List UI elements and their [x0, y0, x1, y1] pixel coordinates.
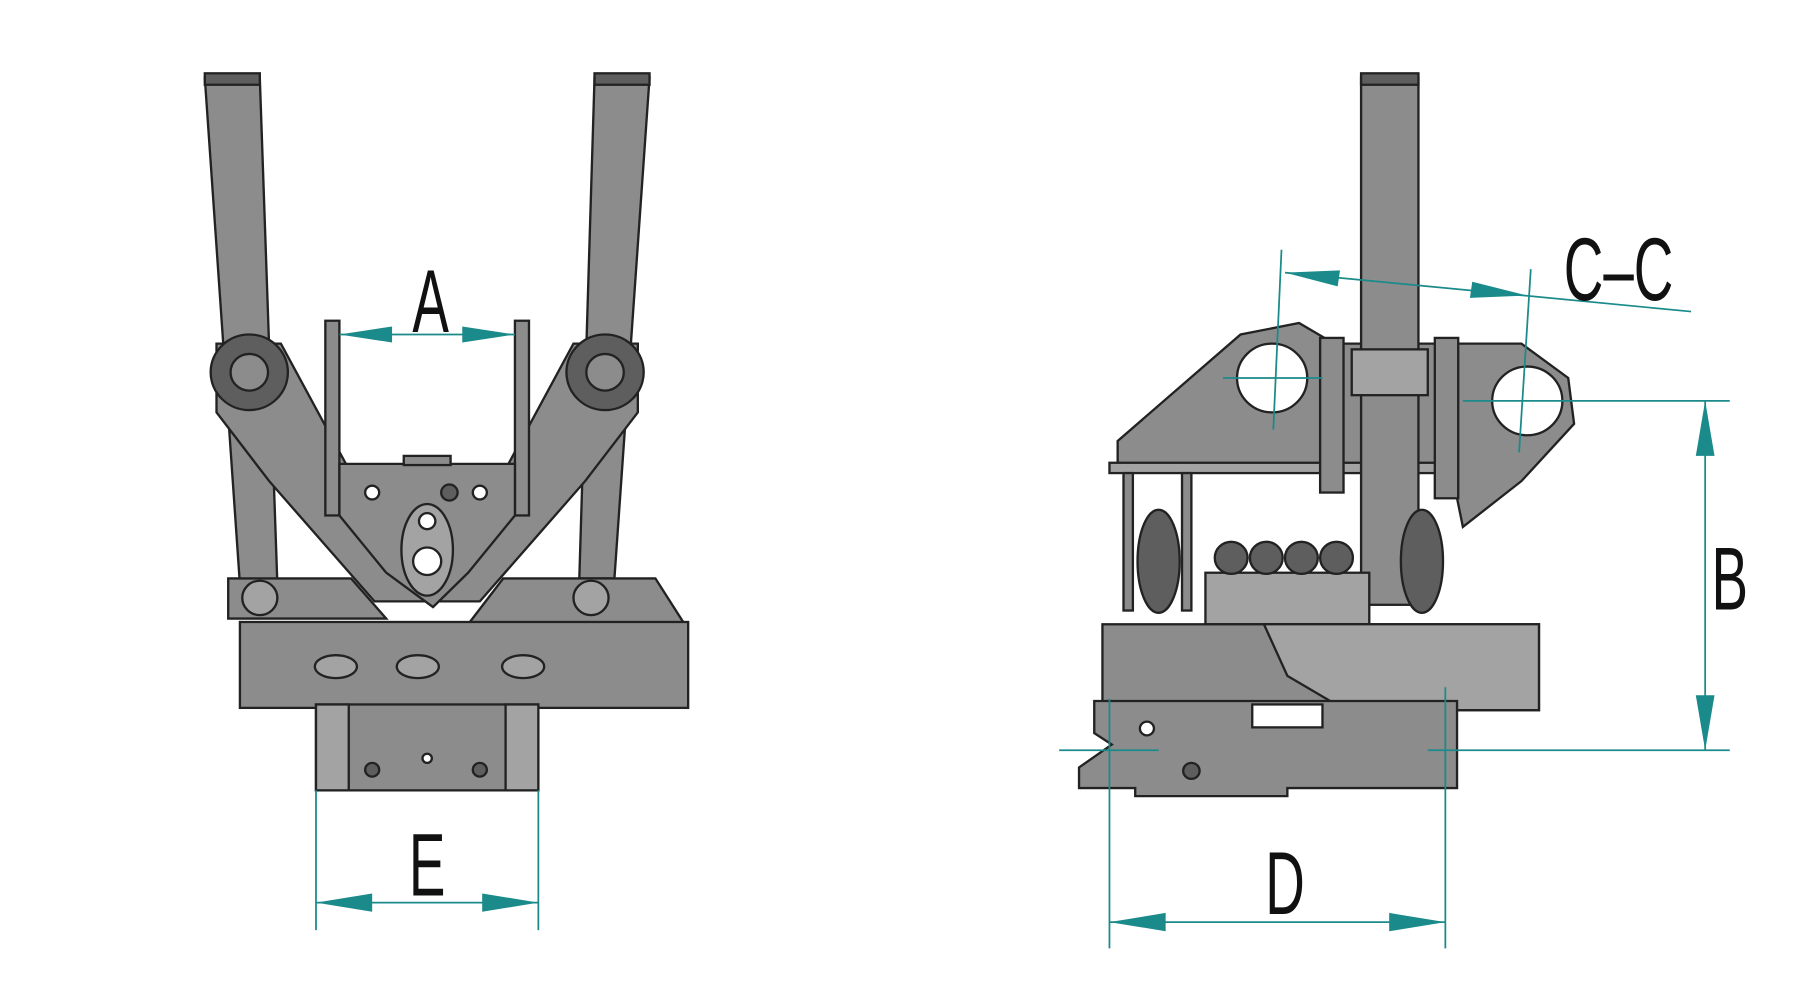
dimension-d: D [1108, 687, 1447, 949]
rotator-housing [238, 620, 690, 710]
dimension-e: E [315, 790, 540, 931]
left-lower-pin [241, 579, 279, 617]
cylinder-clamp [1350, 348, 1429, 397]
pin-hole [417, 512, 437, 531]
coupler-window [1251, 703, 1324, 729]
right-cylinder [578, 76, 651, 580]
dimension-cc: C–C [1222, 219, 1692, 453]
quick-coupler [314, 703, 540, 792]
front-view [203, 72, 690, 792]
left-cylinder-cap [203, 72, 261, 86]
label-e: E [409, 815, 446, 915]
side-lug [1433, 336, 1460, 500]
valve [1213, 540, 1249, 576]
roller [1136, 508, 1181, 614]
left-plate [324, 319, 341, 517]
bolt [1182, 761, 1201, 781]
slot [395, 654, 441, 680]
valve-block [1204, 571, 1371, 626]
valve [1248, 540, 1284, 576]
slot [500, 654, 546, 680]
label-d: D [1265, 833, 1305, 933]
cylinder-cap [1359, 72, 1420, 86]
left-cylinder [203, 76, 279, 586]
label-b: B [1711, 529, 1748, 629]
dimension-a: A [339, 251, 515, 351]
top-lug [402, 454, 452, 467]
label-a: A [412, 251, 449, 351]
side-lug [1318, 336, 1345, 494]
dimension-b: B [1059, 400, 1748, 752]
bolt-hole [1138, 720, 1156, 737]
pin-hole [411, 546, 443, 577]
label-c-c: C–C [1564, 219, 1674, 319]
side-cylinder [1359, 76, 1420, 606]
bolt [363, 761, 381, 778]
valve [1318, 540, 1355, 576]
strut [1180, 471, 1193, 612]
roller [1399, 508, 1445, 614]
left-pivot-pin [229, 352, 270, 392]
slot [313, 654, 359, 680]
bolt-hole [363, 484, 381, 501]
strut [1122, 471, 1135, 612]
valve [1283, 540, 1319, 576]
coupler-side [314, 703, 350, 792]
bolt [440, 483, 459, 502]
right-lower-pin [572, 579, 610, 617]
bolt-hole [421, 752, 434, 765]
bolt-hole [471, 484, 489, 501]
right-plate [513, 319, 531, 517]
right-pivot-pin [585, 352, 625, 392]
side-view [1077, 72, 1576, 798]
coupler-side [504, 703, 540, 792]
bolt [471, 761, 489, 778]
right-cylinder-cap [593, 72, 651, 86]
